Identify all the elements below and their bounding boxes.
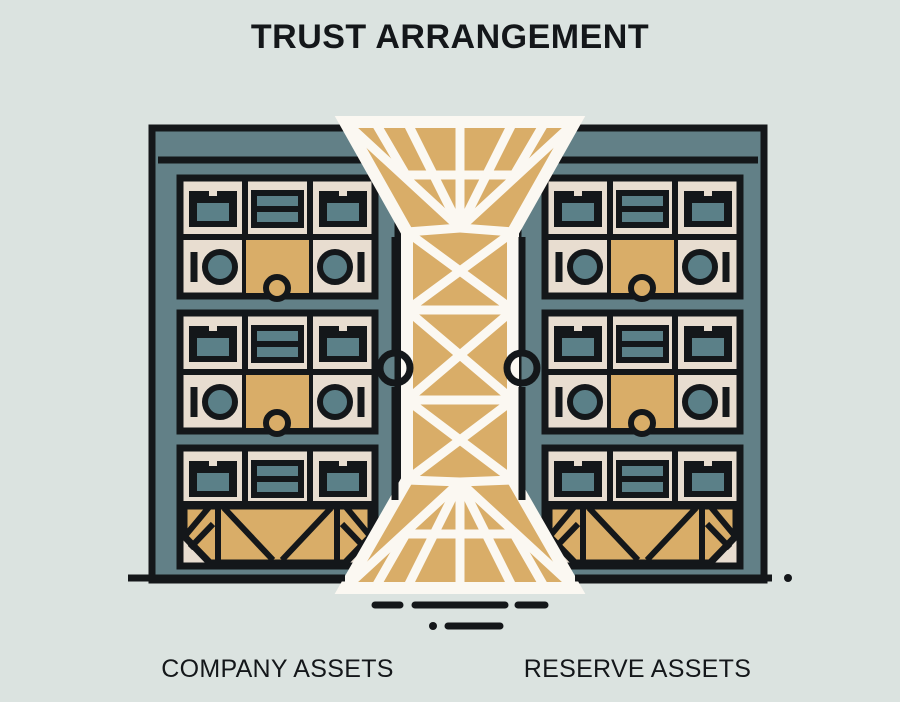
left-shelf-middle[interactable] <box>180 313 375 434</box>
left-gauge-ring[interactable] <box>376 349 414 387</box>
tower-bracing <box>334 116 586 594</box>
reserve-assets-rack[interactable] <box>514 124 768 584</box>
left-shelf-top[interactable] <box>180 178 375 299</box>
right-shelf-bottom[interactable] <box>545 448 740 566</box>
central-support-tower[interactable] <box>334 116 586 594</box>
company-assets-rack[interactable] <box>148 124 402 584</box>
ground-dot <box>429 622 437 630</box>
right-gauge-dial[interactable] <box>503 237 541 500</box>
caption-reserve-assets: RESERVE ASSETS <box>523 655 752 683</box>
left-gauge-dial[interactable] <box>376 237 414 500</box>
right-shelf-top[interactable] <box>545 178 740 299</box>
right-gauge-ring[interactable] <box>503 349 541 387</box>
right-shelf-middle[interactable] <box>545 313 740 434</box>
caption-company-assets: COMPANY ASSETS <box>161 655 394 683</box>
ground-line <box>128 574 792 630</box>
left-shelf-bottom[interactable] <box>180 448 375 566</box>
page-title: TRUST ARRANGEMENT <box>250 18 650 56</box>
caption-row: COMPANY ASSETS RESERVE ASSETS <box>0 655 900 695</box>
